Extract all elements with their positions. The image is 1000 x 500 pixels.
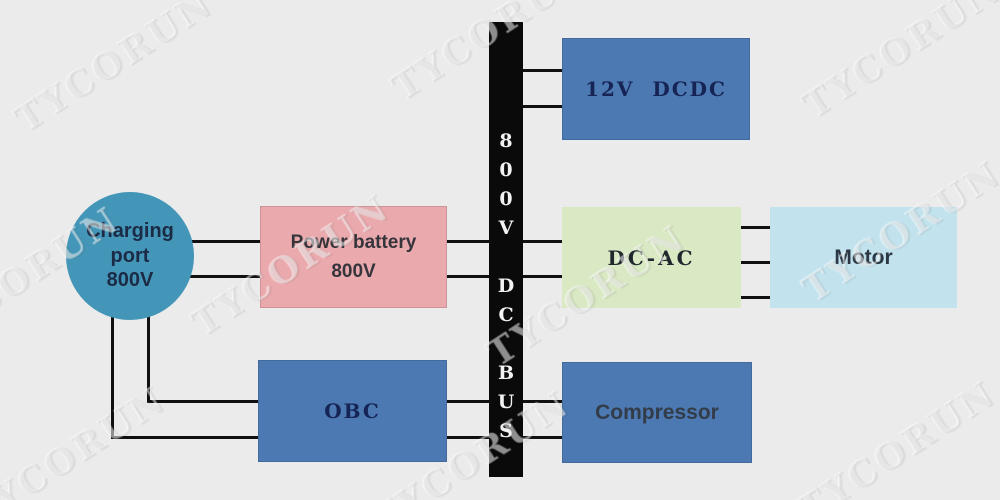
wire-battery-bus-1	[447, 240, 491, 243]
charging-port-label-line1: Charging	[86, 220, 174, 243]
wire-chargingport-obc-horizontal-1	[147, 400, 260, 403]
obc-label: OBC	[324, 399, 381, 423]
wire-dcac-motor-1	[741, 226, 772, 229]
charging-port-label-line2: port	[110, 244, 150, 267]
compressor-node: Compressor	[562, 362, 752, 463]
wire-bus-dcac-2	[521, 275, 564, 278]
dc-bus-bar: 800V DC BUS	[489, 22, 523, 477]
wire-chargingport-battery-1	[178, 240, 262, 243]
compressor-label: Compressor	[595, 400, 719, 424]
wire-chargingport-obc-horizontal-2	[111, 436, 260, 439]
dcdc-12v-label: 12V DCDC	[585, 77, 727, 101]
wire-obc-bus-2	[447, 436, 491, 439]
obc-node: OBC	[258, 360, 447, 462]
dc-ac-label: DC-AC	[607, 245, 696, 270]
wire-dcac-motor-2	[741, 261, 772, 264]
wire-chargingport-obc-vertical-2	[111, 300, 114, 439]
dc-bus-label: 800V DC BUS	[495, 130, 517, 449]
dc-ac-node: DC-AC	[562, 207, 741, 308]
charging-port-label-line3: 800V	[106, 269, 154, 292]
wire-obc-bus-1	[447, 400, 491, 403]
wire-chargingport-battery-2	[178, 275, 262, 278]
wire-bus-dcdc-1	[521, 69, 564, 72]
watermark-text: TYCORUN	[791, 372, 1000, 500]
power-battery-label-line1: Power battery	[290, 231, 417, 253]
wire-chargingport-obc-vertical-1	[147, 300, 150, 403]
wire-bus-dcdc-2	[521, 105, 564, 108]
wire-bus-compressor-1	[521, 400, 564, 403]
dcdc-12v-node: 12V DCDC	[562, 38, 750, 140]
power-battery-label-line2: 800V	[331, 261, 376, 282]
motor-node: Motor	[770, 207, 957, 308]
wire-bus-compressor-2	[521, 436, 564, 439]
motor-label: Motor	[834, 245, 893, 269]
wire-dcac-motor-3	[741, 296, 772, 299]
power-battery-node: Power battery 800V	[260, 206, 447, 308]
watermark-text: TYCORUN	[796, 0, 1000, 128]
watermark-text: TYCORUN	[8, 0, 222, 142]
wire-battery-bus-2	[447, 275, 491, 278]
charging-port-node: Charging port 800V	[66, 192, 194, 320]
wire-bus-dcac-1	[521, 240, 564, 243]
